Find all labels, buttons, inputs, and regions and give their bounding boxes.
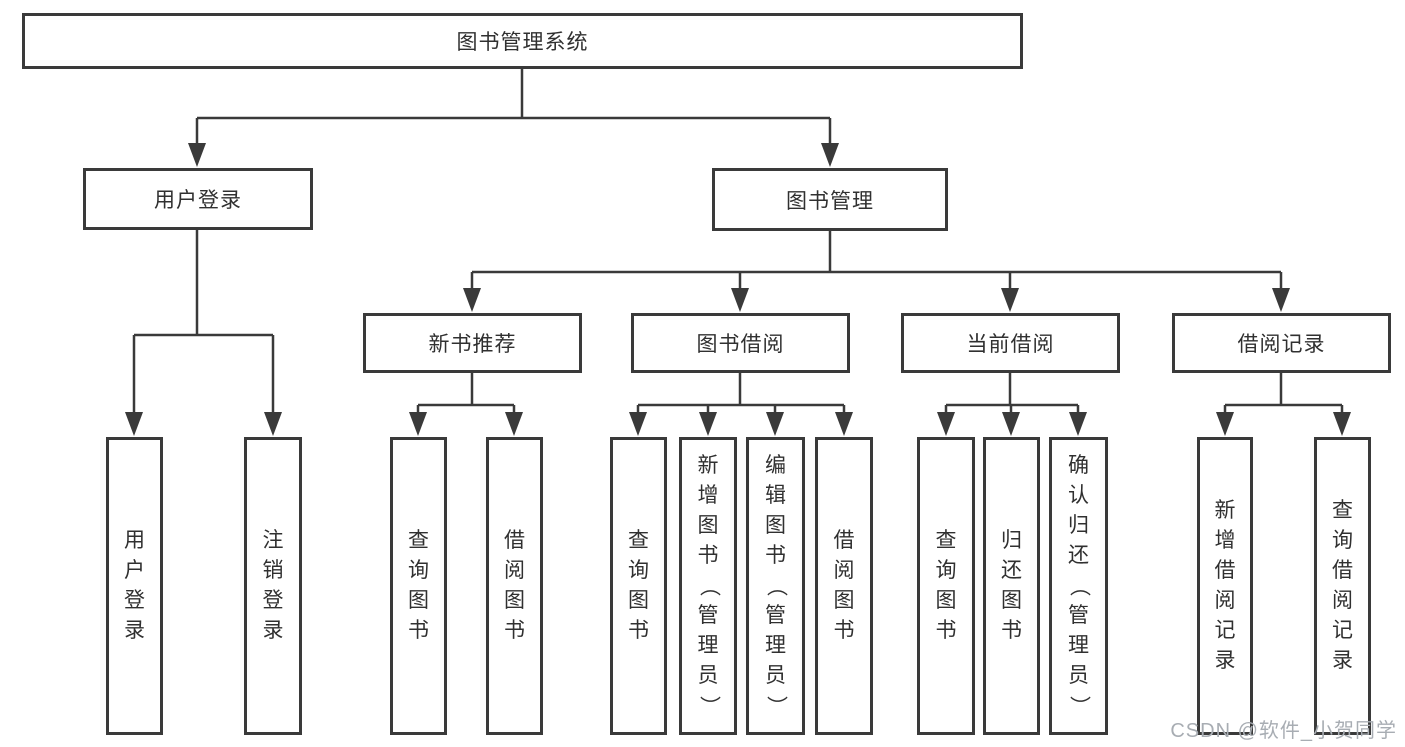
node-book-management: 图书管理	[712, 168, 948, 231]
node-label: 用户登录	[124, 529, 145, 642]
leaf-borrow-book: 借阅图书	[815, 437, 873, 735]
node-library-management-system: 图书管理系统	[22, 13, 1023, 69]
node-label: 编辑图书（管理员）	[764, 454, 788, 717]
leaf-edit-book-admin: 编辑图书（管理员）	[746, 437, 805, 735]
leaf-logout: 注销登录	[244, 437, 302, 735]
node-label: 确认归还（管理员）	[1067, 454, 1091, 717]
connector-user-login-children	[132, 230, 275, 418]
leaf-return-book: 归还图书	[983, 437, 1040, 735]
node-label: 图书管理系统	[456, 31, 589, 54]
connector-book-borrow-children	[636, 373, 846, 418]
leaf-add-book-admin: 新增图书（管理员）	[679, 437, 737, 735]
node-label: 查询借阅记录	[1332, 499, 1353, 672]
node-label: 当前借阅	[966, 333, 1055, 356]
node-label: 归还图书	[1001, 529, 1022, 642]
connector-borrow-record-children	[1223, 373, 1344, 418]
connector-book-mgmt-to-level3	[470, 231, 1283, 294]
leaf-query-book-borrow: 查询图书	[610, 437, 667, 735]
node-label: 借阅图书	[833, 529, 855, 642]
leaf-add-borrow-record: 新增借阅记录	[1197, 437, 1253, 735]
node-label: 借阅记录	[1237, 333, 1326, 356]
node-current-borrowing: 当前借阅	[901, 313, 1120, 373]
leaf-user-login: 用户登录	[106, 437, 163, 735]
node-borrowing-records: 借阅记录	[1172, 313, 1391, 373]
leaf-query-book-current: 查询图书	[917, 437, 975, 735]
leaf-query-book-recommend: 查询图书	[390, 437, 447, 735]
node-book-borrowing: 图书借阅	[631, 313, 850, 373]
connector-root-to-level2	[195, 69, 832, 150]
node-label: 新增图书（管理员）	[697, 454, 720, 717]
leaf-borrow-book-recommend: 借阅图书	[486, 437, 543, 735]
node-label: 查询图书	[935, 529, 957, 642]
node-label: 注销登录	[262, 529, 284, 642]
node-label: 查询图书	[408, 529, 429, 642]
leaf-query-borrow-record: 查询借阅记录	[1314, 437, 1371, 735]
connector-new-book-children	[416, 373, 516, 418]
csdn-watermark: CSDN @软件_小贺同学	[1170, 720, 1397, 742]
node-label: 用户登录	[154, 189, 242, 212]
node-label: 借阅图书	[504, 529, 525, 642]
node-label: 新增借阅记录	[1214, 499, 1236, 672]
node-user-login: 用户登录	[83, 168, 313, 230]
connector-current-borrow-children	[944, 373, 1080, 418]
node-label: 图书管理	[786, 189, 874, 213]
node-new-book-recommendation: 新书推荐	[363, 313, 582, 373]
node-label: 新书推荐	[428, 333, 517, 356]
node-label: 图书借阅	[696, 333, 785, 356]
leaf-confirm-return-admin: 确认归还（管理员）	[1049, 437, 1108, 735]
node-label: 查询图书	[628, 529, 649, 642]
